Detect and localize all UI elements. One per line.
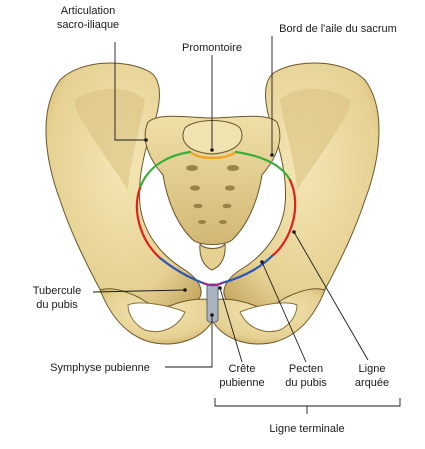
arcuate-line-right bbox=[270, 178, 297, 258]
brace-bracket-icon bbox=[214, 398, 401, 414]
label-ligne-terminale: Ligne terminale bbox=[269, 423, 344, 435]
label-pecten-2: du pubis bbox=[285, 377, 327, 389]
label-ligne-arquee-2: arquée bbox=[355, 377, 389, 389]
left-ilium bbox=[45, 62, 202, 320]
pubic-symphysis bbox=[206, 283, 219, 323]
label-ligne-arquee-1: Ligne bbox=[359, 363, 386, 375]
label-crete-2: pubienne bbox=[219, 377, 264, 389]
labels: Articulation sacro-iliaque Promontoire B… bbox=[33, 5, 397, 435]
sacrum bbox=[144, 115, 281, 245]
leader-pecten bbox=[261, 261, 307, 363]
pecten-line-left bbox=[158, 256, 205, 285]
pelvis-bones bbox=[45, 62, 380, 345]
pubic-crest-line bbox=[201, 281, 224, 287]
label-crete-1: Crête bbox=[229, 363, 256, 375]
left-obturator-foramen bbox=[127, 302, 186, 333]
pecten-line-right bbox=[220, 254, 274, 285]
leader-crete bbox=[219, 287, 243, 363]
label-promontoire: Promontoire bbox=[182, 42, 242, 54]
coccyx bbox=[199, 242, 226, 271]
label-articulation-2: sacro-iliaque bbox=[57, 19, 119, 31]
label-articulation-1: Articulation bbox=[61, 5, 115, 17]
left-iliac-fossa bbox=[74, 88, 145, 190]
leader-symphyse bbox=[165, 315, 213, 368]
leader-articulation bbox=[114, 42, 146, 141]
right-ilium bbox=[223, 62, 380, 320]
right-iliac-fossa bbox=[280, 88, 351, 190]
label-tubercule-2: du pubis bbox=[36, 299, 78, 311]
label-symphyse: Symphyse pubienne bbox=[50, 362, 150, 374]
sacral-foramina bbox=[186, 165, 239, 224]
sacral-wing-line-left bbox=[138, 150, 192, 190]
label-pecten-1: Pecten bbox=[289, 363, 323, 375]
leader-ligne-arquee bbox=[293, 231, 369, 361]
label-tubercule-1: Tubercule bbox=[33, 285, 82, 297]
leader-tubercule bbox=[92, 289, 186, 293]
promontory-line bbox=[188, 150, 238, 160]
leader-lines bbox=[92, 36, 369, 368]
arcuate-line-left bbox=[135, 186, 162, 260]
label-bord-aile: Bord de l'aile du sacrum bbox=[279, 23, 397, 35]
pelvic-brim-lines bbox=[135, 150, 297, 287]
sacral-wing-line-right bbox=[234, 150, 292, 182]
